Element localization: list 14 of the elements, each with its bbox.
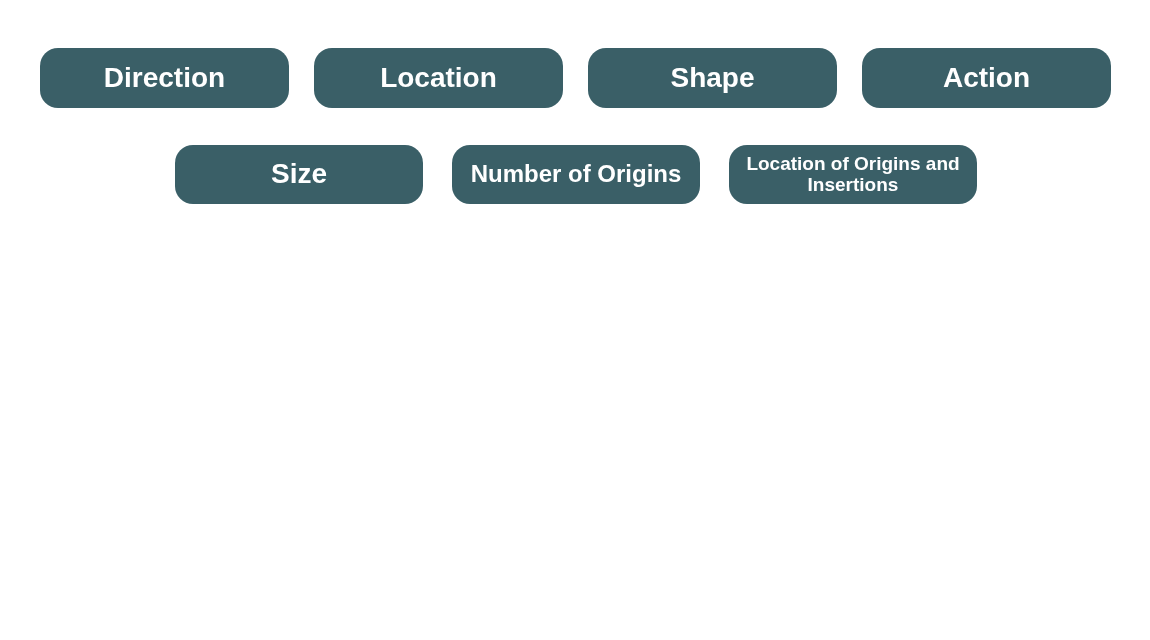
category-label: Location of Origins and Insertions [745, 153, 961, 196]
category-label: Location [380, 62, 497, 94]
category-box [40, 48, 289, 108]
category-label: Shape [670, 62, 755, 94]
category-label: Direction [103, 62, 226, 94]
category-box [175, 145, 423, 204]
category-label: Size [271, 159, 327, 190]
category-label: Action [942, 62, 1031, 94]
category-box [729, 145, 977, 204]
category-box [588, 48, 837, 108]
category-box [452, 145, 700, 204]
category-box [862, 48, 1111, 108]
category-label: Number of Origins [470, 161, 682, 188]
category-box [314, 48, 563, 108]
